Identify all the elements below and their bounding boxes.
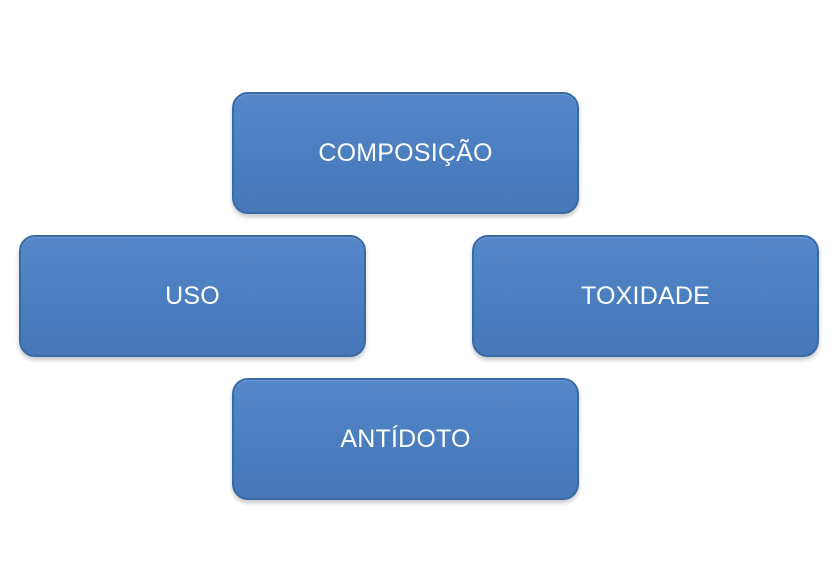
node-label-composicao: COMPOSIÇÃO: [318, 138, 493, 167]
node-antidoto: ANTÍDOTO: [232, 378, 579, 500]
node-composicao: COMPOSIÇÃO: [232, 92, 579, 214]
node-label-toxidade: TOXIDADE: [581, 281, 710, 310]
node-label-uso: USO: [165, 281, 220, 310]
node-label-antidoto: ANTÍDOTO: [340, 424, 471, 453]
node-uso: USO: [19, 235, 366, 357]
node-toxidade: TOXIDADE: [472, 235, 819, 357]
